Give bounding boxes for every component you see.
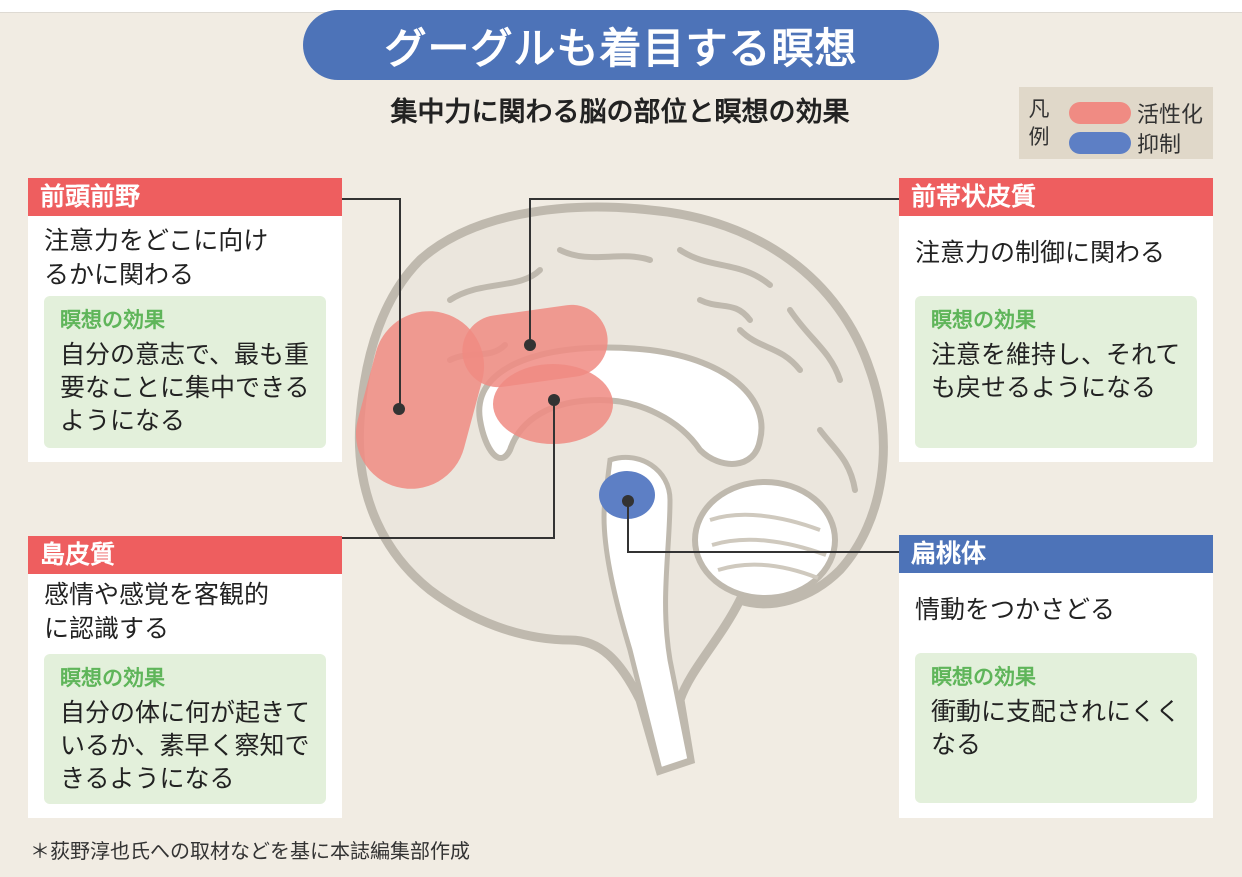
connector-prefrontal-h (342, 198, 400, 200)
region-name-insula: 島皮質 (28, 536, 342, 574)
region-description-prefrontal: 注意力をどこに向けるかに関わる (44, 226, 269, 289)
panel-prefrontal: 前頭前野 注意力をどこに向けるかに関わる 瞑想の効果 自分の意志で、最も重要なこ… (28, 178, 342, 462)
effect-label-amygdala: 瞑想の効果 (931, 665, 1036, 689)
prefrontal-dot (393, 403, 405, 415)
region-description-anterior-cingulate: 注意力の制御に関わる (915, 238, 1166, 267)
effect-label-prefrontal: 瞑想の効果 (60, 308, 165, 332)
effect-label-insula: 瞑想の効果 (60, 666, 165, 690)
amygdala-region (599, 471, 655, 519)
effect-text-prefrontal: 自分の意志で、最も重要なことに集中できるようになる (60, 340, 310, 435)
region-description-insula: 感情や感覚を客観的に認識する (44, 580, 270, 643)
legend-heading: 凡例 (1028, 97, 1050, 149)
effect-box-insula: 瞑想の効果 自分の体に何が起きているか、素早く察知できるようになる (44, 654, 326, 804)
anterior-cingulate-dot (524, 339, 536, 351)
footnote: ＊荻野淳也氏への取材などを基に本誌編集部作成 (30, 839, 470, 863)
effect-text-anterior-cingulate: 注意を維持し、それても戻せるようになる (931, 340, 1181, 402)
region-name-anterior-cingulate: 前帯状皮質 (899, 178, 1213, 216)
cerebellum-folds (709, 512, 827, 580)
panel-insula: 島皮質 感情や感覚を客観的に認識する 瞑想の効果 自分の体に何が起きているか、素… (28, 536, 342, 818)
region-name-prefrontal: 前頭前野 (28, 178, 342, 216)
panel-amygdala: 扁桃体 情動をつかさどる 瞑想の効果 衝動に支配されにくくなる (899, 535, 1213, 818)
effect-box-amygdala: 瞑想の効果 衝動に支配されにくくなる (915, 653, 1197, 803)
main-title: グーグルも着目する瞑想 (303, 10, 939, 80)
legend-label-suppressed: 抑制 (1137, 133, 1182, 158)
legend-swatch-suppressed (1069, 132, 1131, 154)
connector-insula-v (553, 400, 555, 539)
region-description-amygdala: 情動をつかさどる (915, 595, 1116, 624)
legend-item-suppressed: 抑制 (1069, 127, 1181, 159)
connector-amygdala-h (627, 551, 899, 553)
connector-acc-v (529, 198, 531, 345)
legend: 凡例 活性化 抑制 (1019, 87, 1213, 159)
effect-box-prefrontal: 瞑想の効果 自分の意志で、最も重要なことに集中できるようになる (44, 296, 326, 448)
region-name-amygdala: 扁桃体 (899, 535, 1213, 573)
prefrontal-region (355, 311, 485, 489)
connector-amygdala-v (627, 501, 629, 553)
brainstem (601, 454, 693, 774)
legend-item-active: 活性化 (1069, 97, 1203, 129)
effect-box-anterior-cingulate: 瞑想の効果 注意を維持し、それても戻せるようになる (915, 296, 1197, 448)
legend-swatch-active (1069, 102, 1131, 124)
connector-acc-h (529, 198, 899, 200)
brain-illustration (354, 202, 888, 776)
subtitle: 集中力に関わる脳の部位と瞑想の効果 (390, 97, 850, 128)
connector-insula-h (342, 537, 555, 539)
connector-prefrontal-v (399, 198, 401, 409)
effect-label-anterior-cingulate: 瞑想の効果 (931, 308, 1036, 332)
panel-anterior-cingulate: 前帯状皮質 注意力の制御に関わる 瞑想の効果 注意を維持し、それても戻せるように… (899, 178, 1213, 462)
effect-text-insula: 自分の体に何が起きているか、素早く察知できるようになる (60, 698, 311, 793)
legend-label-active: 活性化 (1137, 103, 1204, 128)
effect-text-amygdala: 衝動に支配されにくくなる (931, 697, 1181, 759)
